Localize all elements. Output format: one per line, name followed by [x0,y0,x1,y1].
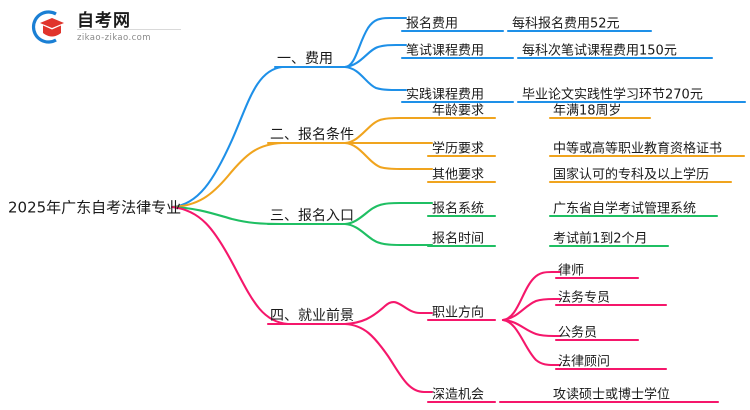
link-zhiye-to-lvshi [501,270,562,322]
node-leaf-falv-guwen[interactable]: 法律顾问 [558,354,611,370]
link-feiyong-to-shijian [343,65,408,92]
node-leaf-guangdong-xitong[interactable]: 广东省自学考试管理系统 [553,201,697,217]
node-zhiye-fangxiang[interactable]: 职业方向 [432,305,485,321]
link-zhiye-to-falvguwen [501,318,562,367]
node-qita-yaoqiu[interactable]: 其他要求 [432,167,485,183]
node-baoming-feiyong[interactable]: 报名费用 [406,16,459,32]
logo-divider [77,29,181,30]
node-fei-yong[interactable]: 一、费用 [277,51,333,67]
node-root[interactable]: 2025年广东自考法律专业 [8,198,182,217]
link-root-to-fei-yong [170,65,347,209]
link-root-to-jiuye-qianjing [170,205,347,326]
link-rukou-to-shijian [343,222,434,247]
link-root-to-baoming-tiaojian [170,141,347,209]
node-jiuye-qianjing[interactable]: 四、就业前景 [270,308,354,324]
link-jiuye-to-shenzao [343,322,434,394]
link-tiaojian-to-nianling [343,116,434,145]
node-leaf-fawu-zhuanyuan[interactable]: 法务专员 [558,290,611,306]
node-baoming-rukou[interactable]: 三、报名入口 [270,208,354,224]
link-zhiye-to-fawu [501,297,562,322]
node-leaf-kaoshiqian[interactable]: 考试前1到2个月 [553,231,648,247]
node-leaf-gongwuyuan[interactable]: 公务员 [558,325,598,341]
link-feiyong-to-baomingfeiyong [343,16,408,69]
node-leaf-lvshi[interactable]: 律师 [558,263,585,279]
node-leaf-bishi-150[interactable]: 每科次笔试课程费用150元 [522,43,677,59]
node-shijian-kecheng-feiyong[interactable]: 实践课程费用 [406,87,485,103]
node-leaf-zhongdeng-zige[interactable]: 中等或高等职业教育资格证书 [553,141,723,157]
graduation-cap-icon [30,8,68,46]
site-logo: 自考网 zikao-zikao.com [30,8,181,46]
link-rukou-to-xitong [343,201,434,226]
node-leaf-guojia-renke[interactable]: 国家认可的专科及以上学历 [553,167,710,183]
node-baoming-xitong[interactable]: 报名系统 [432,201,485,217]
node-leaf-baoming-52[interactable]: 每科报名费用52元 [512,16,620,32]
link-feiyong-to-bishi [343,43,408,69]
link-tiaojian-to-qita [343,141,434,171]
node-leaf-gongdu-shuoshi[interactable]: 攻读硕士或博士学位 [553,387,671,403]
logo-brand-en: zikao-zikao.com [77,33,151,44]
node-xueli-yaoqiu[interactable]: 学历要求 [432,141,485,157]
node-baoming-shijian[interactable]: 报名时间 [432,231,485,247]
link-zhiye-to-gongwuyuan [501,318,562,338]
node-nianling-yaoqiu[interactable]: 年龄要求 [432,103,485,119]
node-leaf-shijian-270[interactable]: 毕业论文实践性学习环节270元 [522,87,703,103]
link-jiuye-to-zhiye-fangxiang [343,301,434,326]
node-leaf-nianman18[interactable]: 年满18周岁 [553,103,622,119]
node-baoming-tiaojian[interactable]: 二、报名条件 [270,127,354,143]
logo-brand-zh: 自考网 [77,11,131,32]
node-bishi-kecheng-feiyong[interactable]: 笔试课程费用 [406,43,485,59]
node-shenzao-jihui[interactable]: 深造机会 [432,387,485,403]
